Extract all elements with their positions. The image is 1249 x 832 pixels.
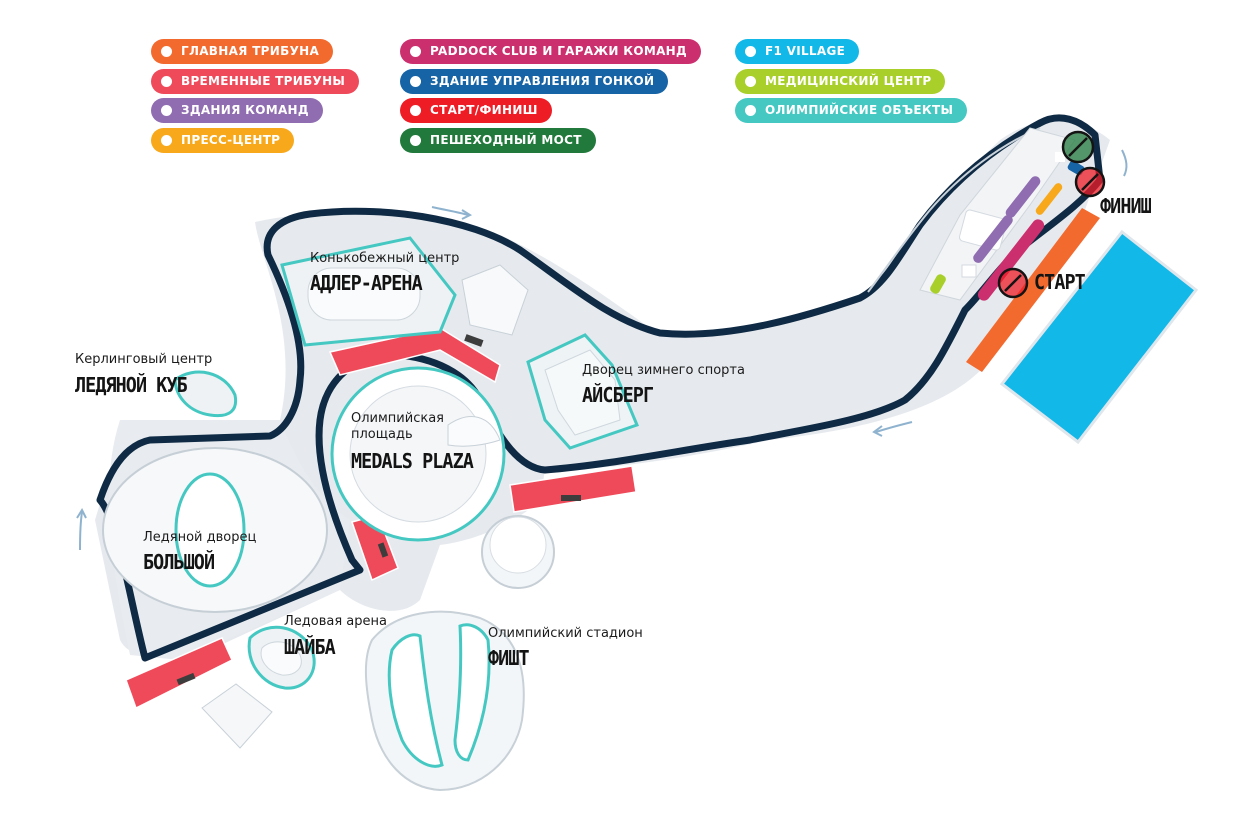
- legend-dot-icon: [161, 76, 172, 87]
- venue-medals-plaza-shape[interactable]: [330, 366, 506, 542]
- iceberg-name[interactable]: АЙСБЕРГ: [582, 383, 654, 407]
- finish-label: ФИНИШ: [1100, 194, 1152, 218]
- legend-dot-icon: [745, 105, 756, 116]
- legend-press-center[interactable]: ПРЕСС-ЦЕНТР: [151, 128, 295, 153]
- venue-iceberg-shape[interactable]: [526, 333, 639, 450]
- start-marker: [997, 267, 1029, 299]
- f1-village: [999, 229, 1199, 445]
- legend-medical-center[interactable]: МЕДИЦИНСКИЙ ЦЕНТР: [735, 69, 946, 94]
- team-buildings: [973, 176, 1041, 263]
- shayba-name[interactable]: ШАЙБА: [284, 635, 336, 659]
- fisht-subtitle: Олимпийский стадион: [488, 626, 643, 641]
- legend-team-buildings[interactable]: ЗДАНИЯ КОМАНД: [151, 98, 323, 123]
- legend-dot-icon: [410, 76, 421, 87]
- legend-dot-icon: [410, 135, 421, 146]
- press-center: [1035, 183, 1063, 215]
- finish-marker: [1074, 166, 1106, 198]
- legend-f1-village[interactable]: F1 VILLAGE: [735, 39, 860, 64]
- legend-dot-icon: [410, 46, 421, 57]
- grandstand-details: [176, 334, 581, 686]
- venue-shayba-shape[interactable]: [247, 625, 316, 690]
- legend-race-control[interactable]: ЗДАНИЕ УПРАВЛЕНИЯ ГОНКОЙ: [400, 69, 669, 94]
- temporary-grandstands: [125, 327, 637, 710]
- venue-fisht-shape[interactable]: [364, 610, 525, 792]
- venue-adler-arena-shape[interactable]: [280, 236, 457, 347]
- paddock-garages: [977, 219, 1045, 301]
- venue-white-cube: [461, 264, 529, 336]
- legend-dot-icon: [410, 105, 421, 116]
- venue-white-block: [201, 683, 273, 749]
- legend-pedestrian-bridge[interactable]: ПЕШЕХОДНЫЙ МОСТ: [400, 128, 596, 153]
- medical-center: [930, 274, 946, 294]
- adler-arena-subtitle: Конькобежный центр: [310, 251, 460, 266]
- main-grandstand: [966, 208, 1100, 372]
- venue-ice-cube-shape[interactable]: [173, 370, 238, 418]
- legend-main-grandstand[interactable]: ГЛАВНАЯ ТРИБУНА: [151, 39, 334, 64]
- legend-dot-icon: [161, 135, 172, 146]
- medals-plaza-subtitle-line1: Олимпийская: [351, 411, 444, 426]
- medals-plaza-name[interactable]: MEDALS PLAZA: [351, 449, 474, 473]
- venue-round-building: [481, 515, 555, 589]
- ice-cube-subtitle: Керлинговый центр: [75, 352, 213, 367]
- bolshoy-subtitle: Ледяной дворец: [143, 530, 257, 545]
- legend-start-finish[interactable]: СТАРТ/ФИНИШ: [400, 98, 552, 123]
- legend-dot-icon: [745, 46, 756, 57]
- start-label: СТАРТ: [1034, 270, 1086, 294]
- adler-arena-name[interactable]: АДЛЕР-АРЕНА: [310, 271, 423, 295]
- venue-bolshoy-shape[interactable]: [102, 447, 328, 613]
- ice-cube-name[interactable]: ЛЕДЯНОЙ КУБ: [75, 373, 188, 397]
- legend-olympic-venues[interactable]: ОЛИМПИЙСКИЕ ОБЪЕКТЫ: [735, 98, 968, 123]
- fisht-name[interactable]: ФИШТ: [488, 646, 530, 670]
- legend-paddock-club[interactable]: PADDOCK CLUB И ГАРАЖИ КОМАНД: [400, 39, 701, 64]
- legend-dot-icon: [161, 105, 172, 116]
- bolshoy-name[interactable]: БОЛЬШОЙ: [143, 550, 215, 574]
- medals-plaza-subtitle-line2: площадь: [351, 427, 413, 442]
- pedestrian-bridge-marker: [1061, 130, 1095, 164]
- direction-arrows: [76, 149, 1128, 551]
- shayba-subtitle: Ледовая арена: [284, 614, 387, 629]
- legend-dot-icon: [745, 76, 756, 87]
- iceberg-subtitle: Дворец зимнего спорта: [582, 363, 745, 378]
- legend-dot-icon: [161, 46, 172, 57]
- legend-temporary-grandstands[interactable]: ВРЕМЕННЫЕ ТРИБУНЫ: [151, 69, 360, 94]
